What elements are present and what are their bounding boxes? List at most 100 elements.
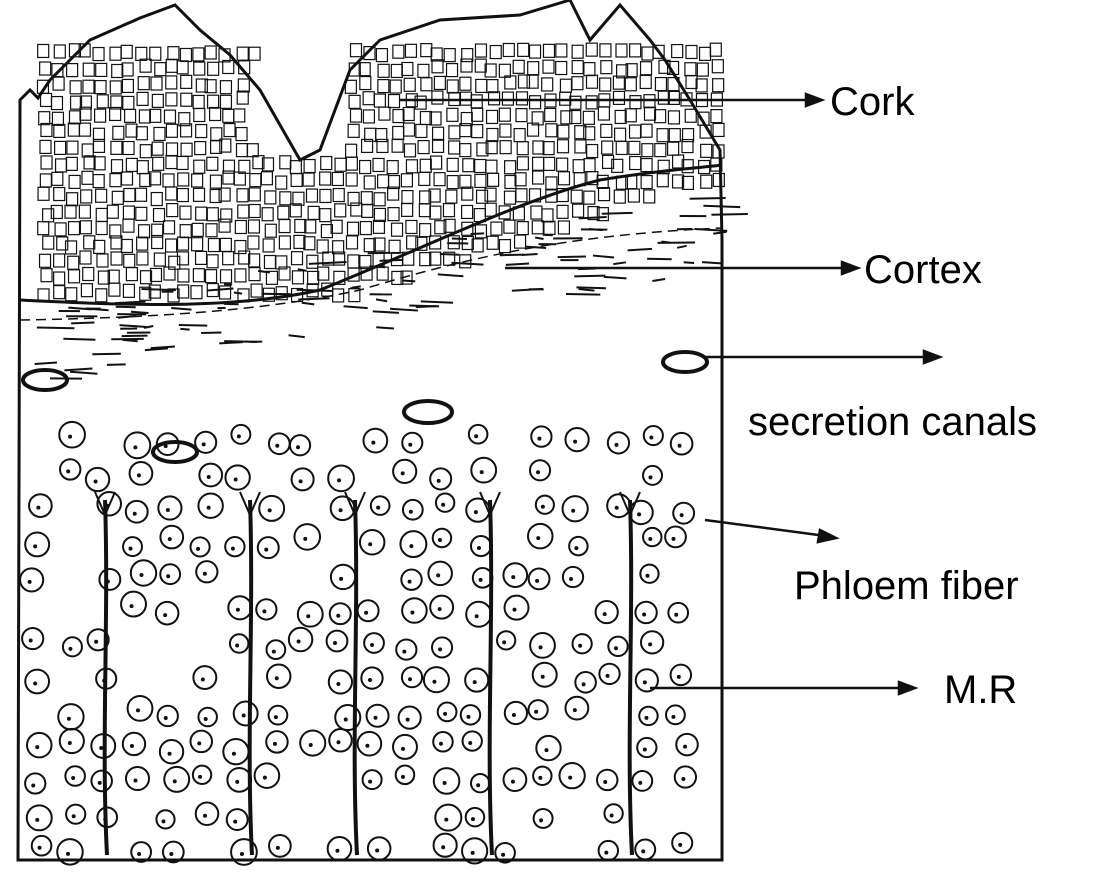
cork-cell — [164, 221, 175, 234]
cork-cell — [177, 61, 188, 74]
phloem-cell — [471, 774, 489, 792]
phloem-cell — [228, 596, 251, 619]
cork-cell — [234, 109, 245, 122]
cork-cell — [195, 142, 206, 155]
phloem-cell — [331, 565, 355, 589]
cork-cell — [163, 174, 174, 187]
cork-cell — [279, 236, 290, 249]
phloem-cell — [393, 735, 417, 759]
phloem-cell — [193, 666, 216, 689]
cork-cell — [487, 110, 498, 123]
cork-cell — [93, 48, 104, 61]
cork-cell — [84, 156, 95, 169]
cell-nucleus — [207, 475, 211, 479]
label-mr: M.R — [944, 670, 1017, 710]
cork-cell — [40, 140, 51, 153]
phloem-cell — [533, 663, 557, 687]
phloem-cell — [530, 460, 550, 480]
cortex-dash — [344, 306, 368, 308]
cork-cell — [601, 124, 612, 137]
cell-nucleus — [649, 436, 653, 440]
cell-nucleus — [129, 547, 133, 551]
cell-nucleus — [641, 849, 645, 853]
cortex-dash — [131, 312, 149, 313]
cell-nucleus — [642, 612, 646, 616]
mr-arrowhead — [899, 682, 915, 694]
cork-cell — [150, 268, 161, 281]
cork-cell — [177, 156, 188, 169]
cork-cell — [193, 48, 204, 61]
cell-nucleus — [409, 544, 413, 548]
phloem-cell — [22, 628, 43, 649]
cork-cell — [402, 191, 413, 204]
cortex-dash — [684, 262, 694, 263]
cortex-dash — [37, 327, 75, 328]
cork-cell — [378, 175, 389, 188]
cortex-dash — [179, 325, 207, 326]
cell-nucleus — [233, 820, 237, 824]
cork-cell — [306, 189, 317, 202]
cork-cell — [55, 141, 66, 154]
cork-cell — [112, 160, 123, 173]
cork-cell — [266, 271, 277, 284]
cork-cell — [51, 97, 62, 110]
cork-cell — [471, 95, 482, 108]
cork-cell — [434, 76, 445, 89]
cell-nucleus — [297, 639, 301, 643]
cortex-dash — [703, 206, 740, 207]
phloem-cell — [363, 770, 382, 789]
cell-nucleus — [202, 442, 206, 446]
cell-nucleus — [137, 852, 141, 856]
phloem-cell — [300, 730, 325, 755]
cork-cell — [83, 268, 94, 281]
phloem-cell — [231, 425, 250, 444]
cork-cell — [43, 236, 54, 249]
cell-nucleus — [98, 781, 102, 785]
phloem-cell — [432, 637, 452, 657]
cell-nucleus — [38, 846, 42, 850]
cell-nucleus — [438, 607, 442, 611]
cell-nucleus — [539, 645, 543, 649]
medullary-ray — [355, 500, 357, 855]
cork-cell — [223, 252, 234, 265]
cork-cell — [181, 143, 192, 156]
phloem-cell — [130, 462, 153, 485]
cork-cell — [51, 205, 62, 218]
cork-cell — [121, 45, 132, 58]
cork-cell — [113, 126, 124, 139]
cortex-dash — [500, 255, 524, 256]
cork-cell — [476, 79, 487, 92]
phloem-cell — [20, 568, 43, 591]
cork-cell — [374, 94, 385, 107]
phloem-cell — [267, 640, 286, 659]
cortex-dash — [677, 246, 687, 248]
cell-nucleus — [134, 779, 138, 783]
phloem-cell — [632, 771, 652, 791]
cork-cell — [390, 80, 401, 93]
cell-nucleus — [336, 740, 340, 744]
cork-cell — [597, 175, 608, 188]
cork-cell — [430, 206, 441, 219]
cortex-dash — [373, 311, 399, 313]
phloem-arrowhead — [818, 530, 836, 542]
cork-cell — [350, 109, 361, 122]
phloem-cell — [266, 731, 287, 752]
cell-nucleus — [309, 743, 313, 747]
phloem-cell — [665, 527, 686, 548]
cork-cell — [97, 95, 108, 108]
cork-cell — [234, 172, 245, 185]
cortex-dash — [298, 298, 329, 299]
cork-cell — [505, 175, 516, 188]
cell-nucleus — [441, 845, 445, 849]
cork-cell — [235, 269, 246, 282]
phloem-cell — [289, 628, 312, 651]
cork-cell — [586, 43, 597, 56]
cork-cell — [517, 157, 528, 170]
cork-cell — [238, 79, 249, 92]
cell-nucleus — [337, 478, 341, 482]
cork-cell — [265, 224, 276, 237]
cork-cell — [616, 44, 627, 57]
phloem-cell — [227, 809, 248, 830]
cork-cell — [249, 205, 260, 218]
cork-cell — [431, 156, 442, 169]
